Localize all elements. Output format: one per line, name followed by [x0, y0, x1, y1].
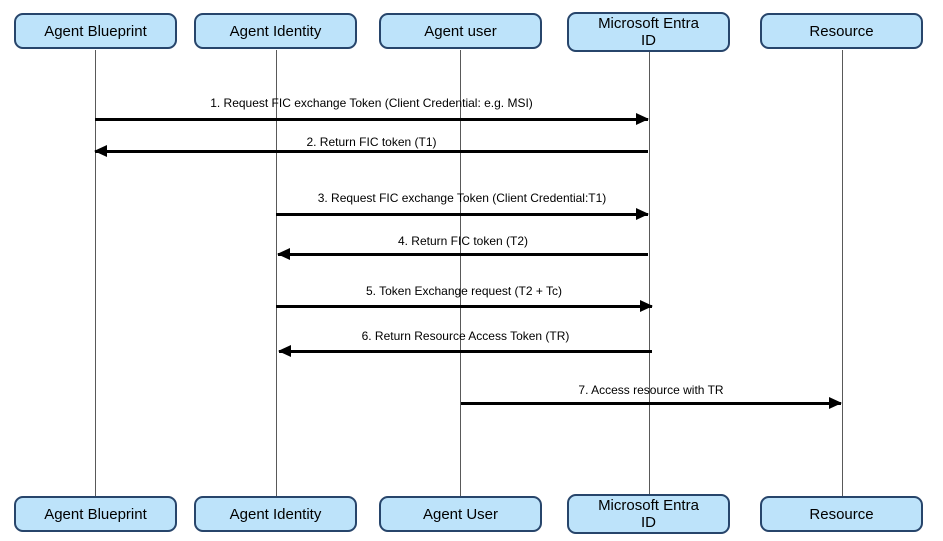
actor-label: Agent Blueprint: [44, 22, 147, 40]
message-1-label: 1. Request FIC exchange Token (Client Cr…: [210, 96, 533, 110]
lifeline-resource: [842, 50, 843, 496]
lifeline-agent-identity: [276, 50, 277, 496]
actor-label: Agent user: [424, 22, 497, 40]
actor-bottom-agent-user: Agent User: [379, 496, 542, 532]
message-4-label: 4. Return FIC token (T2): [397, 234, 529, 248]
arrow-left-icon: [278, 345, 652, 357]
message-6-label: 6. Return Resource Access Token (TR): [361, 329, 570, 343]
actor-label: Microsoft Entra ID: [598, 15, 699, 49]
message-7-label: 7. Access resource with TR: [578, 383, 724, 397]
arrow-right-icon: [276, 208, 649, 220]
arrow-right-icon: [276, 300, 653, 312]
actor-label: Agent Identity: [229, 22, 322, 40]
arrow-right-icon: [461, 397, 842, 409]
actor-bottom-resource: Resource: [760, 496, 923, 532]
actor-label: Agent Blueprint: [44, 505, 147, 523]
actor-bottom-microsoft-entra-id: Microsoft Entra ID: [567, 494, 730, 534]
actor-top-microsoft-entra-id: Microsoft Entra ID: [567, 12, 730, 52]
actor-top-resource: Resource: [760, 13, 923, 49]
arrow-left-icon: [277, 248, 648, 260]
message-5-label: 5. Token Exchange request (T2 + Tc): [365, 284, 562, 298]
arrow-left-icon: [94, 145, 648, 157]
actor-label: Resource: [809, 22, 874, 40]
actor-bottom-agent-identity: Agent Identity: [194, 496, 357, 532]
message-2-label: 2. Return FIC token (T1): [306, 135, 437, 149]
arrow-right-icon: [95, 113, 649, 125]
actor-bottom-agent-blueprint: Agent Blueprint: [14, 496, 177, 532]
actor-top-agent-identity: Agent Identity: [194, 13, 357, 49]
message-3-label: 3. Request FIC exchange Token (Client Cr…: [317, 191, 607, 205]
lifeline-agent-blueprint: [95, 50, 96, 496]
actor-top-agent-user: Agent user: [379, 13, 542, 49]
actor-label: Agent User: [422, 505, 499, 523]
actor-label: Microsoft Entra ID: [598, 497, 699, 531]
actor-label: Agent Identity: [229, 505, 322, 523]
lifeline-microsoft-entra-id: [649, 52, 650, 494]
lifeline-agent-user: [460, 50, 461, 496]
actor-top-agent-blueprint: Agent Blueprint: [14, 13, 177, 49]
actor-label: Resource: [809, 505, 874, 523]
